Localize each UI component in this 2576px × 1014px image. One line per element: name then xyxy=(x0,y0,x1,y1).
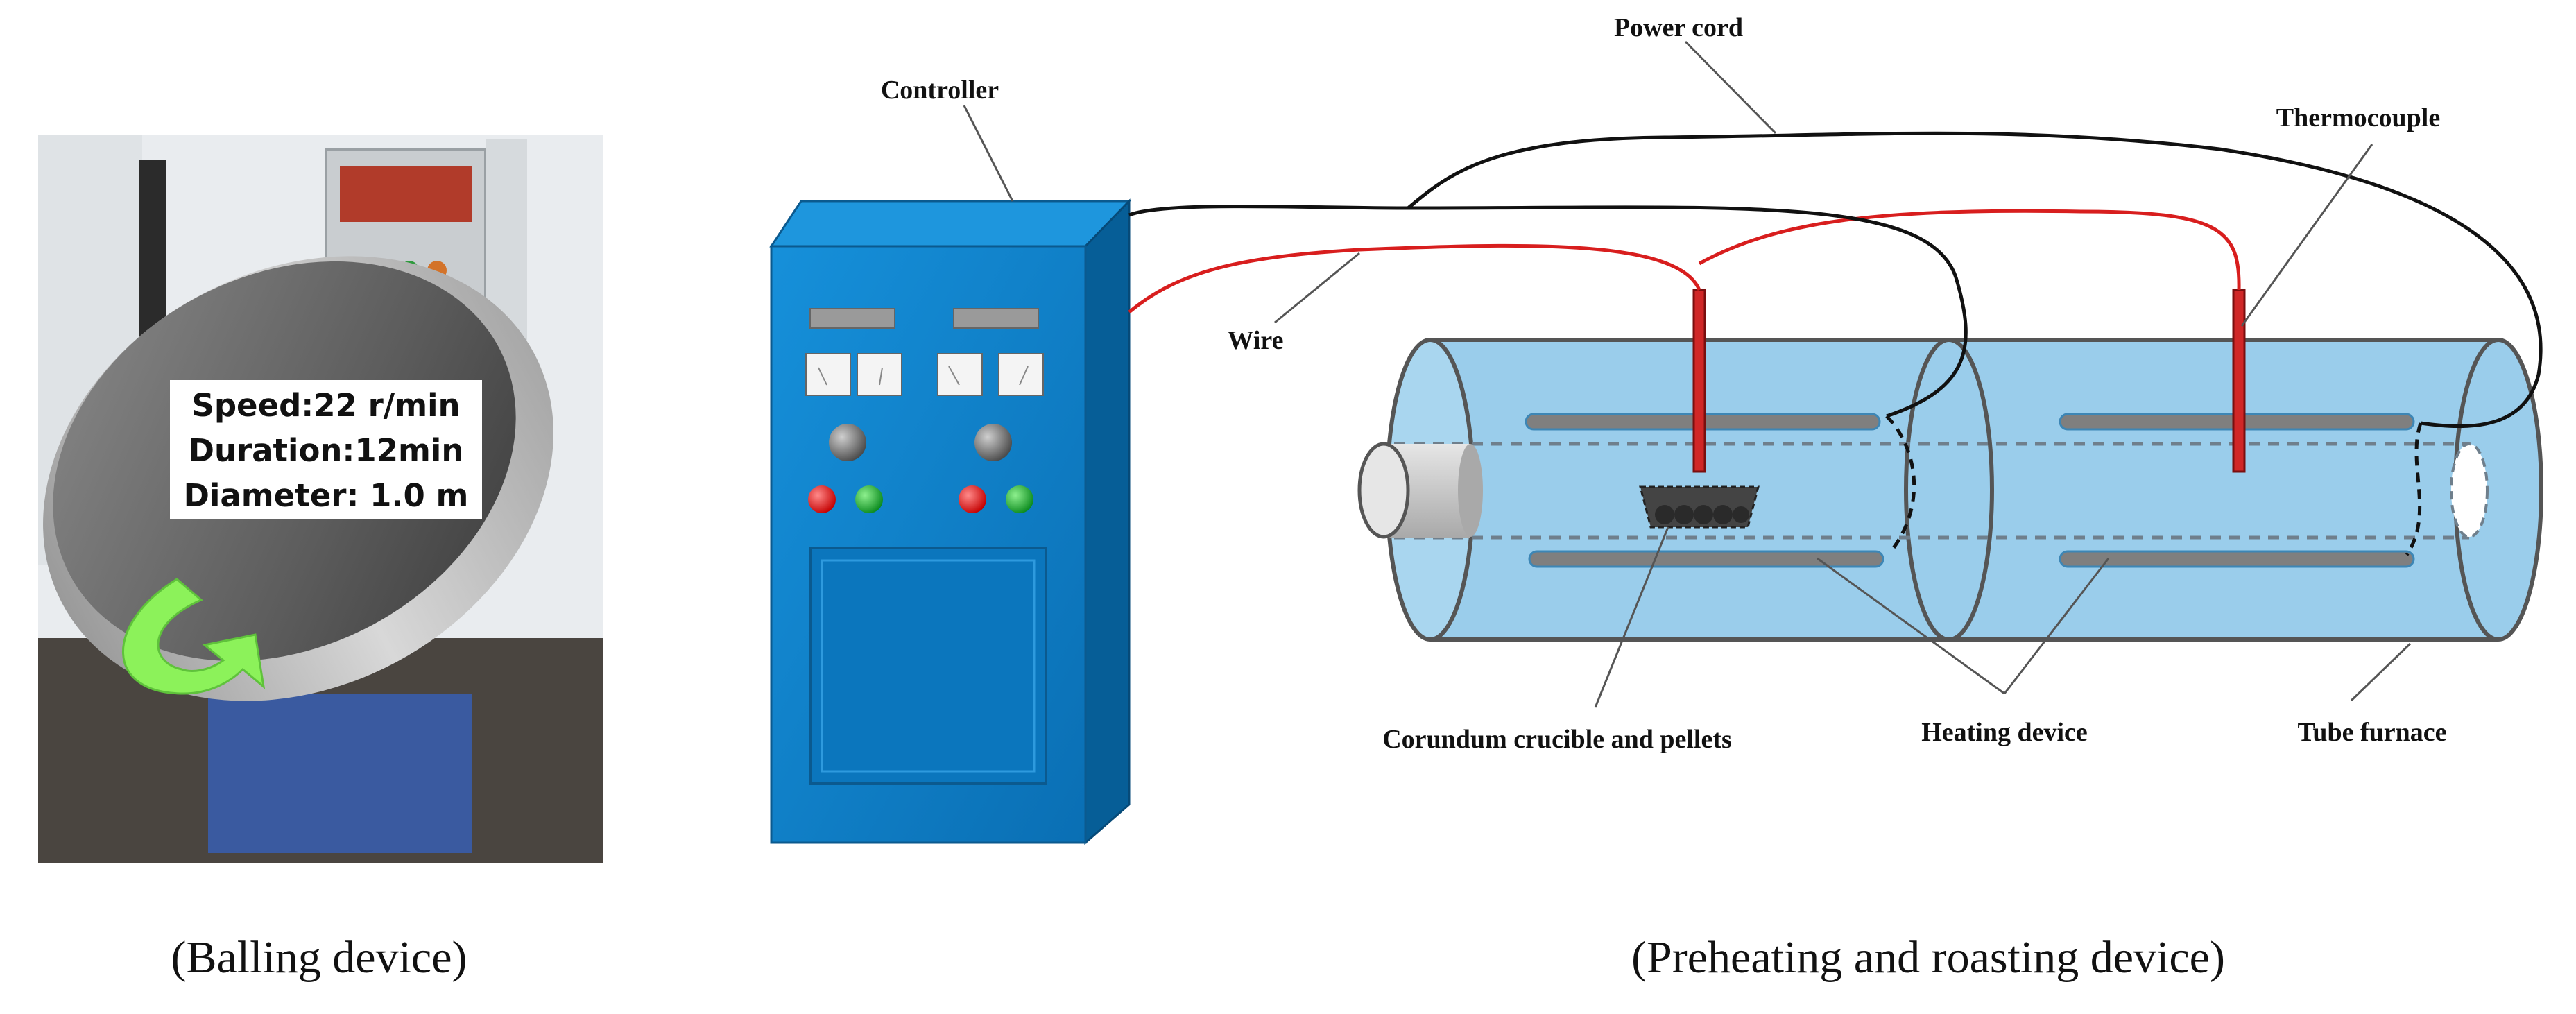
leader-wire xyxy=(1274,252,1360,324)
leader-crucible xyxy=(1594,526,1669,708)
leader-thermocouple xyxy=(2240,144,2373,327)
display-1 xyxy=(809,308,895,329)
pellet xyxy=(1713,505,1733,524)
red-button-2 xyxy=(959,485,986,513)
roasting-caption: (Preheating and roasting device) xyxy=(1631,932,2225,983)
inlet-pipe-end xyxy=(1458,444,1483,537)
tube-body xyxy=(1430,340,2498,639)
display-2 xyxy=(953,308,1039,329)
tube-furnace xyxy=(1357,289,2543,642)
label-thermocouple: Thermocouple xyxy=(2276,103,2440,132)
meter-4 xyxy=(998,353,1044,396)
red-wire-right xyxy=(1698,209,2241,291)
inlet-pipe-face xyxy=(1357,442,1410,539)
meter-needle xyxy=(948,366,960,386)
duration-text: Duration:12min xyxy=(189,432,464,469)
green-button-2 xyxy=(1006,485,1033,513)
pellet xyxy=(1655,505,1674,524)
power-cord-dashed-2 xyxy=(2405,422,2423,556)
cabinet-side xyxy=(1084,198,1131,845)
meter-needle xyxy=(1019,366,1029,386)
pellet xyxy=(1674,505,1694,524)
machine-base xyxy=(208,694,472,853)
power-cord-main xyxy=(1407,131,2543,429)
thermocouple-left xyxy=(1692,289,1706,473)
label-tube-furnace: Tube furnace xyxy=(2297,718,2446,747)
label-heating-device: Heating device xyxy=(1921,718,2088,747)
leader-furnace xyxy=(2350,642,2412,702)
cabinet-door xyxy=(809,547,1047,785)
tube-section-ring xyxy=(1904,338,1994,642)
controller-cabinet xyxy=(769,198,1132,845)
knob-2 xyxy=(974,424,1012,461)
cabinet-door-panel xyxy=(821,559,1036,773)
rotation-arrow-icon xyxy=(122,578,266,695)
label-power-cord: Power cord xyxy=(1614,13,1743,42)
meter-1 xyxy=(805,353,851,396)
heater-bottom-left xyxy=(1528,550,1884,568)
inner-tube-opening xyxy=(2450,442,2489,538)
power-cord-to-heater xyxy=(1128,205,1968,418)
pellet xyxy=(1733,506,1749,523)
parameter-box xyxy=(170,380,482,519)
green-button-1 xyxy=(855,485,883,513)
power-cord-dashed-1 xyxy=(1885,415,1916,549)
label-wire: Wire xyxy=(1228,326,1284,355)
balling-device-photo: Speed:22 r/min Duration:12min Diameter: … xyxy=(38,135,603,863)
diameter-text: Diameter: 1.0 m xyxy=(184,477,469,514)
meter-needle xyxy=(818,367,827,386)
meter-needle xyxy=(879,367,883,386)
thermocouple-right xyxy=(2232,289,2246,473)
pellet xyxy=(1694,505,1713,524)
balling-caption: (Balling device) xyxy=(171,932,467,983)
meter-2 xyxy=(857,353,902,396)
speed-text: Speed:22 r/min xyxy=(191,387,460,424)
control-box-display xyxy=(340,166,472,222)
red-button-1 xyxy=(808,485,836,513)
heater-bottom-right xyxy=(2059,550,2415,568)
red-wire-left xyxy=(1128,243,1701,313)
meter-3 xyxy=(937,353,983,396)
label-crucible: Corundum crucible and pellets xyxy=(1382,725,1732,754)
knob-1 xyxy=(829,424,866,461)
leader-heating-2 xyxy=(2003,558,2110,694)
cabinet-top xyxy=(769,200,1132,248)
leader-controller xyxy=(963,105,1014,202)
leader-power-cord xyxy=(1684,40,1777,135)
label-controller: Controller xyxy=(881,76,999,105)
leader-heating-1 xyxy=(1817,557,2005,695)
